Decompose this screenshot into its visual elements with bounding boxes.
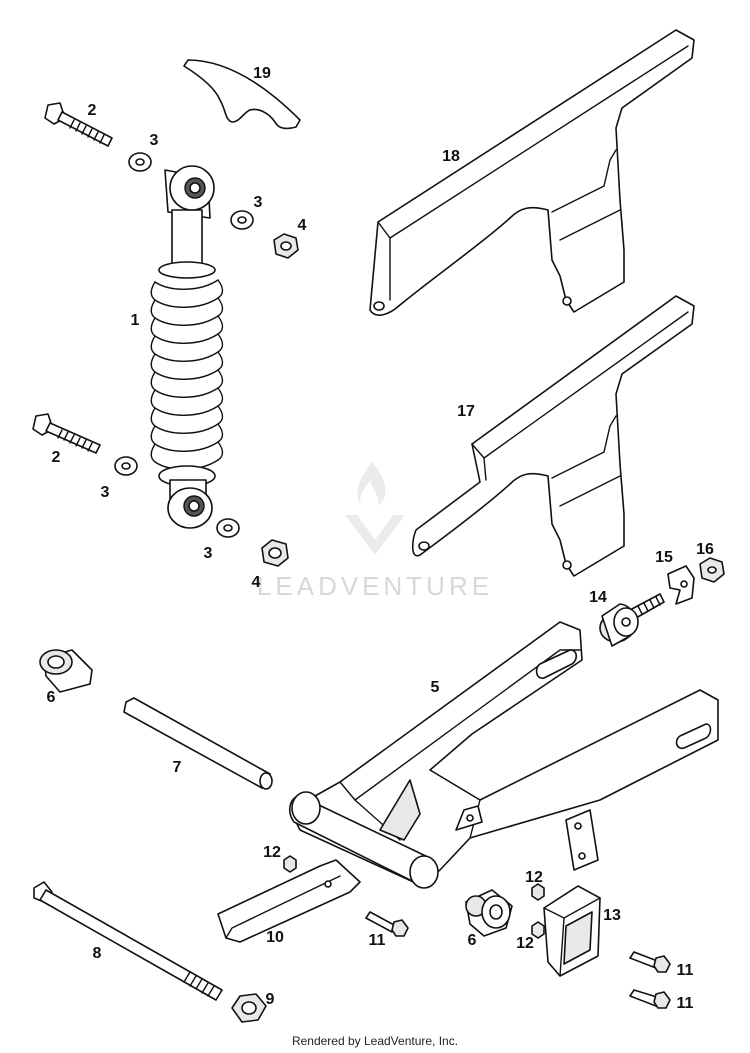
part-3-washer [216, 518, 240, 538]
part-4-nut [261, 539, 289, 567]
callout-17: 17 [457, 403, 475, 420]
callout-11: 11 [677, 962, 694, 979]
part-6-bushing [39, 649, 93, 693]
callout-3: 3 [150, 132, 159, 149]
part-2-lower-bolt [32, 413, 101, 454]
callout-2: 2 [52, 449, 61, 466]
callout-4: 4 [252, 574, 261, 591]
callout-7: 7 [173, 759, 182, 776]
part-4-nut [273, 233, 299, 259]
part-7-pivot-sleeve [123, 697, 273, 790]
callout-11: 11 [677, 995, 694, 1012]
callout-13: 13 [603, 907, 621, 924]
part-3-washer [128, 152, 152, 172]
part-8-pivot-bolt [33, 881, 223, 1001]
callout-9: 9 [266, 991, 275, 1008]
part-12-nut [531, 921, 545, 939]
callout-2: 2 [88, 102, 97, 119]
part-16-nut [699, 557, 725, 583]
part-13-chain-guide [543, 885, 601, 977]
callout-5: 5 [431, 679, 440, 696]
callout-16: 16 [696, 541, 714, 558]
callout-12: 12 [263, 844, 281, 861]
part-9-nut [231, 993, 267, 1023]
part-5-swingarm [288, 621, 719, 889]
callout-19: 19 [253, 65, 271, 82]
part-11-bolt [629, 951, 671, 973]
part-10-chain-slider [217, 859, 361, 943]
callout-12: 12 [516, 935, 534, 952]
part-3-washer [230, 210, 254, 230]
callout-8: 8 [93, 945, 102, 962]
callout-3: 3 [101, 484, 110, 501]
callout-12: 12 [525, 869, 543, 886]
part-14-rubber-bumper [599, 593, 665, 647]
callout-3: 3 [204, 545, 213, 562]
callout-10: 10 [266, 929, 284, 946]
part-11-bolt [629, 989, 671, 1009]
callout-6: 6 [47, 689, 56, 706]
part-2-upper-bolt [44, 102, 113, 147]
callout-11: 11 [369, 932, 386, 949]
callout-14: 14 [589, 589, 607, 606]
footer-credit: Rendered by LeadVenture, Inc. [291, 1034, 459, 1048]
callout-15: 15 [655, 549, 673, 566]
part-6-bushing [465, 889, 513, 937]
callout-1: 1 [131, 312, 140, 329]
part-18-chain-guard [369, 29, 695, 316]
part-19-spring-clip [183, 59, 301, 130]
part-11-bolt [365, 911, 409, 937]
watermark-text: LEADVENTURE [257, 571, 493, 601]
part-17-chain-guard [411, 295, 695, 577]
callout-18: 18 [442, 148, 460, 165]
watermark-logo [345, 462, 405, 555]
callout-3: 3 [254, 194, 263, 211]
part-12-nut [283, 855, 297, 873]
callout-4: 4 [298, 217, 307, 234]
part-15-bracket [667, 565, 695, 605]
part-1-shock-absorber [150, 165, 224, 529]
part-12-nut [531, 883, 545, 901]
callout-6: 6 [468, 932, 477, 949]
part-3-washer [114, 456, 138, 476]
